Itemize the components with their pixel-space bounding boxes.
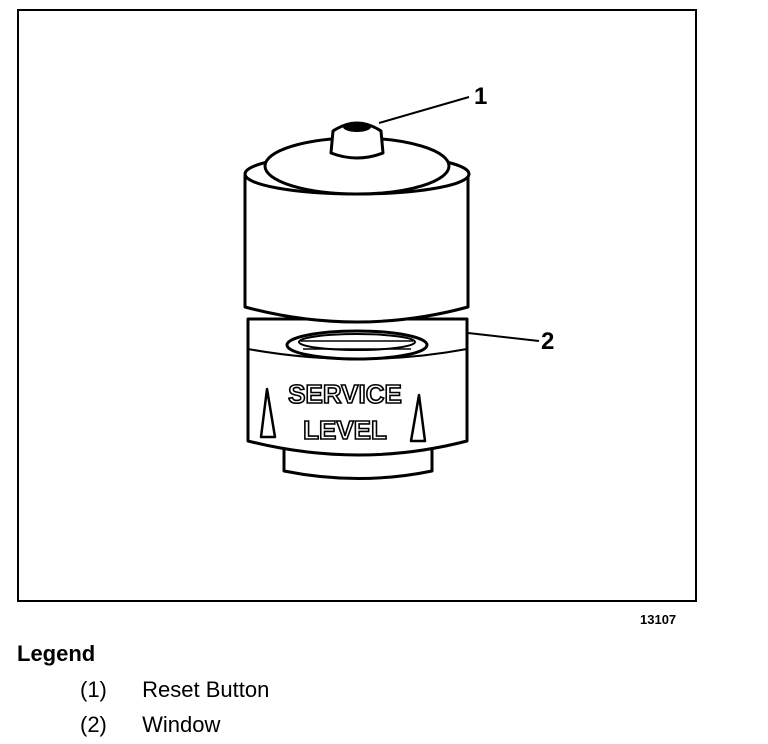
- window: [285, 329, 429, 361]
- legend-item-window: (2) Window: [80, 712, 220, 738]
- stamp-line-2: LEVEL: [303, 415, 387, 445]
- legend-item-label: Reset Button: [142, 677, 270, 702]
- legend-item-number: (1): [80, 677, 107, 702]
- reset-button: [329, 121, 385, 160]
- filter-indicator-illustration: 1 2 SERVICE LEVEL: [243, 83, 554, 480]
- legend-item-reset-button: (1) Reset Button: [80, 677, 269, 703]
- stamp-line-1: SERVICE: [288, 379, 402, 409]
- right-arrow: [409, 393, 427, 443]
- callout-1-number: 1: [474, 83, 487, 110]
- left-arrow: [259, 387, 277, 439]
- legend-title: Legend: [17, 641, 96, 666]
- legend-item-number: (2): [80, 712, 107, 737]
- callout-1-leader: [378, 96, 470, 124]
- callout-2-leader: [467, 332, 540, 342]
- upper-body: [243, 174, 470, 324]
- figure-frame: 1 2 SERVICE LEVEL: [17, 9, 697, 602]
- figure-id: 13107: [640, 612, 677, 627]
- legend-item-label: Window: [142, 712, 221, 737]
- callout-2-number: 2: [541, 328, 554, 355]
